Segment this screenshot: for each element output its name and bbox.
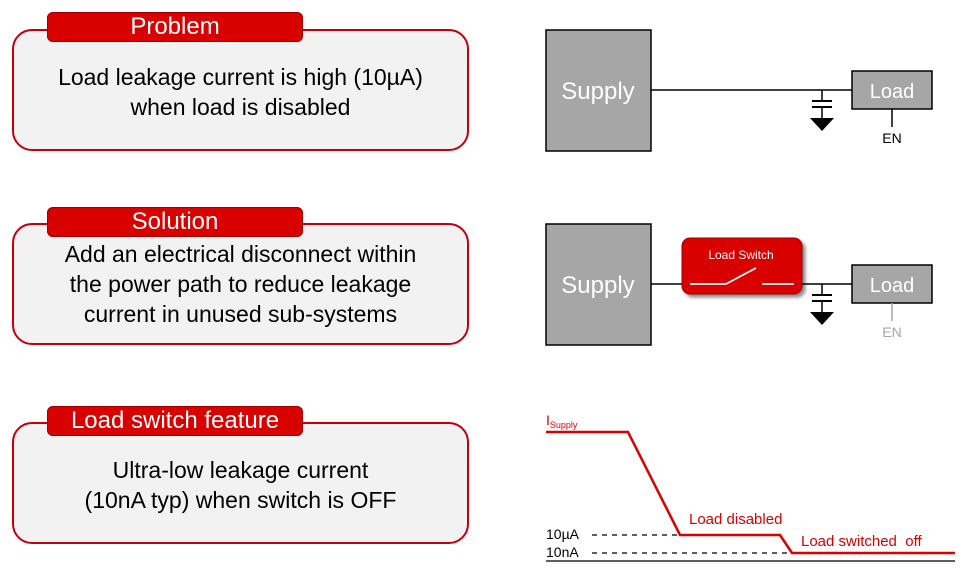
feature-description: Ultra-low leakage current (10nA typ) whe…	[14, 455, 467, 515]
problem-line-2: when load is disabled	[130, 94, 351, 120]
load-block	[851, 70, 933, 110]
load-switch-block	[681, 237, 803, 295]
switch-open-icon	[690, 267, 794, 285]
capacitor-ground-icon	[810, 90, 834, 131]
solution-line-1: Add an electrical disconnect within	[64, 241, 417, 267]
feature-line-2: (10nA typ) when switch is OFF	[84, 487, 397, 513]
supply-label: Supply	[561, 78, 634, 105]
solution-circuit: Supply Load Switch Load EN	[545, 223, 933, 346]
solution-card: Add an electrical disconnect within the …	[12, 223, 469, 345]
supply-current-graph: ISupply 10µA 10nA Load disabled Load swi…	[546, 412, 955, 562]
supply-block	[545, 29, 652, 152]
problem-tag: Problem	[47, 12, 303, 42]
enable-label: EN	[882, 130, 901, 146]
load-disabled-label: Load disabled	[689, 511, 782, 528]
load-switch-label: Load Switch	[708, 248, 773, 262]
level-10na-label: 10nA	[546, 544, 579, 560]
load-label: Load	[870, 81, 915, 103]
solution-description: Add an electrical disconnect within the …	[14, 239, 467, 329]
solution-line-3: current in unused sub-systems	[83, 301, 398, 327]
solution-line-2: the power path to reduce leakage	[69, 271, 412, 297]
problem-line-1: Load leakage current is high (10µA)	[58, 64, 423, 90]
y-axis-label: ISupply	[546, 412, 578, 430]
feature-tag: Load switch feature	[47, 406, 303, 436]
problem-circuit: Supply Load EN	[545, 29, 933, 152]
problem-card: Load leakage current is high (10µA) when…	[12, 29, 469, 151]
load-label: Load	[870, 275, 915, 297]
supply-label: Supply	[561, 272, 634, 299]
feature-line-1: Ultra-low leakage current	[112, 457, 369, 483]
level-10ua-label: 10µA	[546, 526, 580, 542]
problem-description: Load leakage current is high (10µA) when…	[14, 62, 467, 122]
enable-label: EN	[882, 324, 901, 340]
solution-tag: Solution	[47, 207, 303, 237]
load-switched-off-label: Load switched off	[801, 533, 922, 550]
capacitor-ground-icon	[810, 284, 834, 325]
current-trace	[546, 430, 955, 555]
